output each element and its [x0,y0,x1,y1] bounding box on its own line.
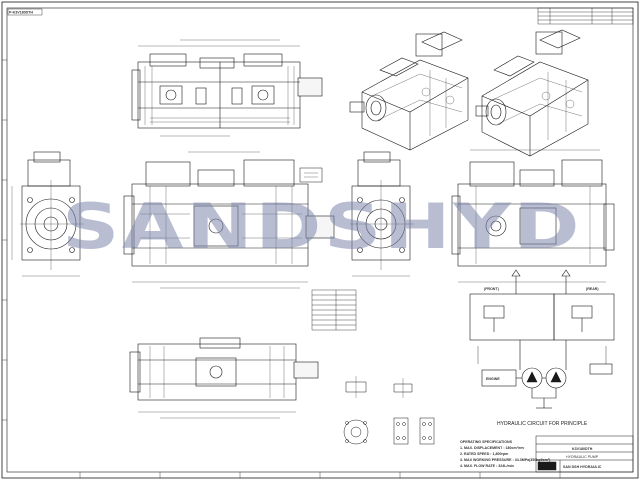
isometric-view-right [475,29,589,157]
title-block-company: SAN DSH HYDRAULIC [563,465,602,469]
end-view-left [11,151,84,277]
circuit-front-label: (FRONT) [484,287,500,291]
watermark: SANDSHYD [62,190,582,263]
pump-side-view-left [123,151,335,289]
drawing-number-tag: P-K3V180DTH [7,8,43,16]
circuit-caption: HYDRAULIC CIRCUIT FOR PRINCIPLE [497,421,588,427]
operating-specifications: OPERATING SPECIFICATIONS 1. MAX. DISPLAC… [460,440,551,468]
pump-bottom-view [129,337,319,419]
revision-table [537,7,634,25]
isometric-view-left [349,31,469,151]
spec-line: 3. MAX WORKING PRESSURE : 34.3MPa(350kgf… [460,458,551,462]
port-note-box [299,167,323,183]
title-block-product: HYDRAULIC PUMP [566,455,599,459]
pump-top-view [131,39,323,137]
port-size-table [311,289,357,331]
end-view-right [350,151,414,277]
spec-line: 4. MAX. FLOW RATE : 324L/min [460,464,514,468]
circuit-engine-label: ENGINE [486,377,500,381]
hydraulic-circuit [469,269,615,409]
circuit-rear-label: (REAR) [586,287,599,291]
spec-line: 1. MAX. DISPLACEMENT : 180cm³/rev [460,446,524,450]
spec-line: 2. RATED SPEED : 1,800rpm [460,452,508,456]
svg-text:P-K3V180DTH: P-K3V180DTH [9,11,33,15]
title-block [535,435,634,473]
specs-title: OPERATING SPECIFICATIONS [460,440,513,444]
pump-side-view-right [451,149,615,283]
title-block-model: K3V180DTH [572,447,593,451]
flange-details [343,376,435,445]
